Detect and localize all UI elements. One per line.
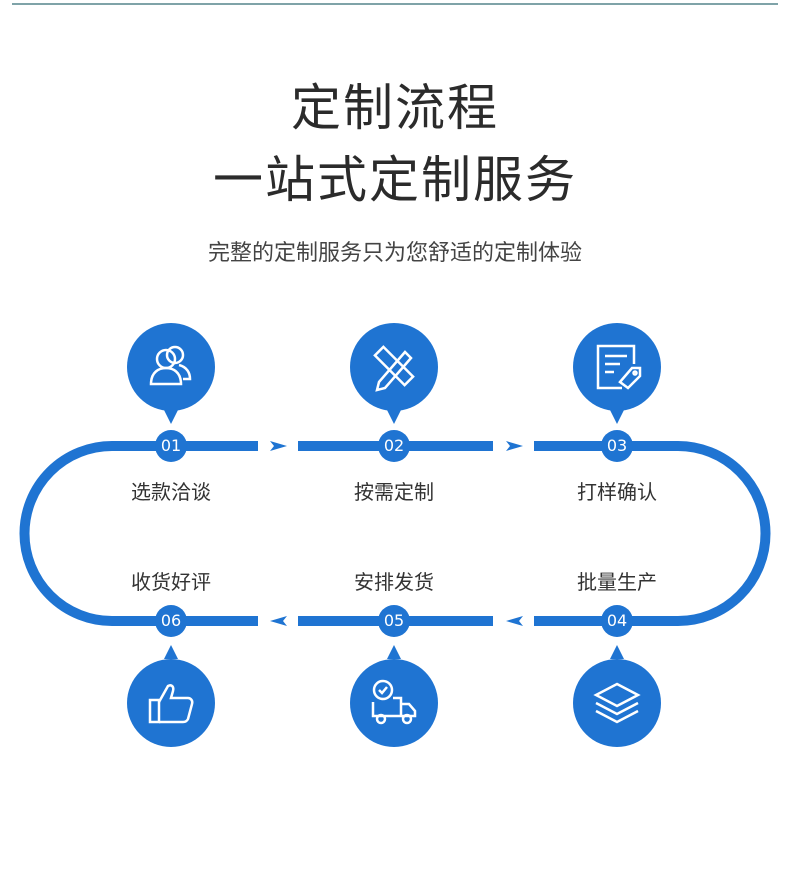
step-5-number: 05 (378, 605, 410, 637)
step-3-number: 03 (601, 430, 633, 462)
page-title: 定制流程 (291, 79, 499, 137)
step-1-label: 选款洽谈 (131, 480, 211, 504)
page-subtitle-title: 一站式定制服务 (213, 151, 577, 209)
pointer (610, 410, 624, 424)
step-2-badge (350, 323, 438, 411)
arrow-right-icon (506, 441, 523, 451)
thumbs-up-icon (148, 684, 194, 724)
delivery-truck-icon (371, 679, 417, 725)
track-right-loop (534, 441, 771, 626)
pointer (164, 645, 178, 659)
track-left-loop (19, 441, 258, 626)
pointer (387, 410, 401, 424)
pointer (610, 645, 624, 659)
step-6-label: 收货好评 (131, 570, 211, 594)
top-divider (12, 3, 778, 5)
step-1-number: 01 (155, 430, 187, 462)
users-icon (149, 345, 192, 386)
arrow-left-icon (506, 616, 523, 626)
step-1-badge (127, 323, 215, 411)
step-2-number: 02 (378, 430, 410, 462)
arrow-right-icon (270, 441, 287, 451)
step-2-label: 按需定制 (354, 480, 434, 504)
document-tag-icon (596, 344, 642, 390)
step-6-badge (127, 659, 215, 747)
step-4-badge (573, 659, 661, 747)
step-5-badge (350, 659, 438, 747)
step-3-label: 打样确认 (577, 480, 657, 504)
step-5-label: 安排发货 (354, 570, 434, 594)
step-6-number: 06 (155, 605, 187, 637)
layers-icon (593, 682, 641, 724)
step-4-number: 04 (601, 605, 633, 637)
ruler-pencil-icon (373, 345, 415, 392)
pointer (387, 645, 401, 659)
arrow-left-icon (270, 616, 287, 626)
pointer (164, 410, 178, 424)
step-3-badge (573, 323, 661, 411)
step-4-label: 批量生产 (577, 570, 657, 594)
page-tagline: 完整的定制服务只为您舒适的定制体验 (207, 241, 582, 266)
